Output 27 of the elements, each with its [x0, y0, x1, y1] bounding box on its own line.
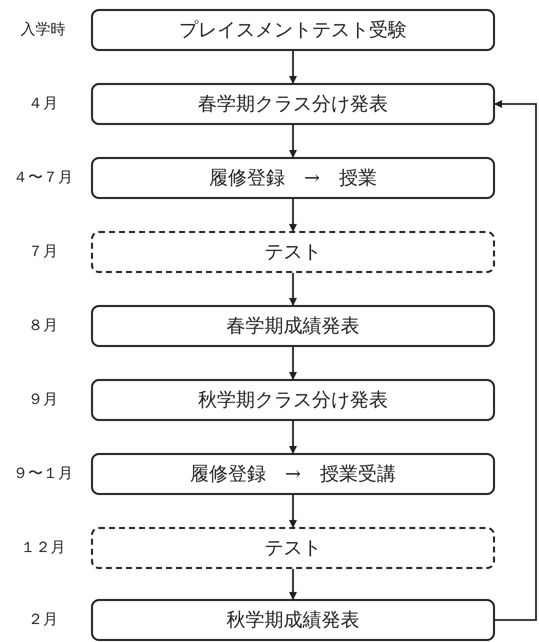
time-label: １２月 — [20, 538, 66, 557]
time-label: ４〜７月 — [12, 168, 74, 187]
time-label: ８月 — [27, 316, 59, 335]
arrow — [289, 495, 297, 528]
time-label: ９〜１月 — [12, 464, 74, 483]
process-box: 履修登録 → 授業 — [91, 157, 495, 199]
time-label: ２月 — [27, 610, 59, 629]
dashed-process-box: テスト — [91, 231, 495, 273]
arrow — [289, 347, 297, 380]
process-box: 秋学期成績発表 — [91, 599, 495, 641]
arrow — [289, 569, 297, 600]
arrow — [289, 199, 297, 232]
arrow — [289, 421, 297, 454]
time-label: 入学時 — [20, 20, 66, 39]
time-label: ４月 — [27, 94, 59, 113]
arrow — [494, 100, 537, 621]
process-box: プレイスメントテスト受験 — [91, 9, 495, 51]
time-label: ９月 — [27, 390, 59, 409]
time-label: ７月 — [27, 242, 59, 261]
process-box: 履修登録 → 授業受講 — [91, 453, 495, 495]
process-box: 秋学期クラス分け発表 — [91, 379, 495, 421]
arrow — [289, 125, 297, 158]
dashed-process-box: テスト — [91, 527, 495, 569]
process-box: 春学期成績発表 — [91, 305, 495, 347]
arrow — [289, 51, 297, 84]
arrow — [289, 273, 297, 306]
process-box: 春学期クラス分け発表 — [91, 83, 495, 125]
